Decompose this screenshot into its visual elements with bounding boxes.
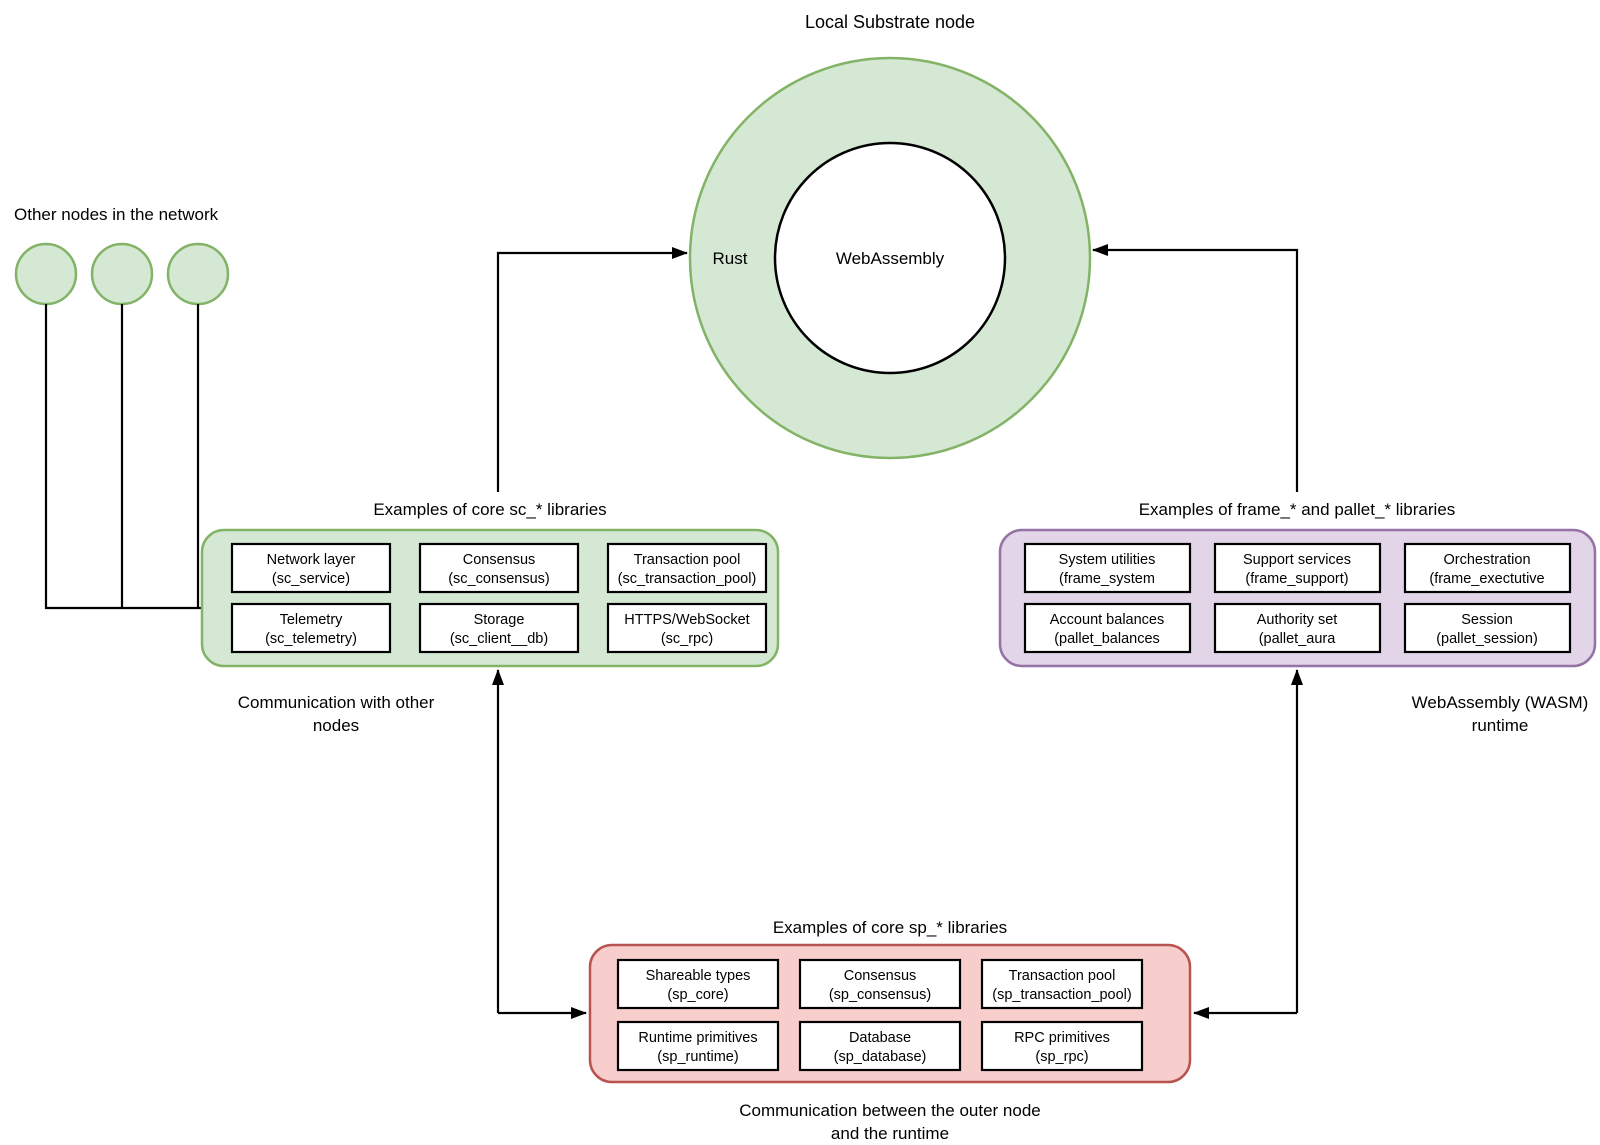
library-item: Runtime primitives (sp_runtime): [616, 1020, 780, 1072]
library-item-box: [1213, 602, 1382, 654]
library-item-box: [798, 1020, 962, 1072]
arrow-sc-to-node: [496, 247, 688, 492]
library-item: Storage (sc_client__db): [418, 602, 580, 654]
library-item-box: [230, 602, 392, 654]
library-item-crate: (sc_transaction_pool): [618, 571, 757, 587]
library-item-crate: (frame_exectutive: [1429, 571, 1544, 587]
library-item-crate: (pallet_session): [1436, 631, 1538, 647]
library-item-crate: (sp_database): [834, 1049, 927, 1065]
library-item-box: [418, 602, 580, 654]
library-item-box: [606, 542, 768, 594]
library-item: Authority set (pallet_aura: [1213, 602, 1382, 654]
library-item: Account balances (pallet_balances: [1023, 602, 1192, 654]
library-item-name: HTTPS/WebSocket: [624, 612, 749, 628]
network-link-line: [44, 304, 202, 610]
library-item-name: Support services: [1243, 552, 1351, 568]
library-item-box: [980, 958, 1144, 1010]
sc-caption-line1: Communication with other: [238, 693, 435, 712]
library-item-box: [1403, 542, 1572, 594]
library-item-crate: (sc_service): [272, 571, 350, 587]
library-item-name: Transaction pool: [1009, 968, 1116, 984]
webassembly-core-circle: [773, 141, 1007, 375]
library-item: Consensus (sp_consensus): [798, 958, 962, 1010]
library-item-box: [418, 542, 580, 594]
library-item: Shareable types (sp_core): [616, 958, 780, 1010]
sp-caption-line2: and the runtime: [831, 1124, 949, 1143]
library-item-crate: (sc_consensus): [448, 571, 550, 587]
library-item-crate: (pallet_aura: [1259, 631, 1337, 647]
library-item: Session (pallet_session): [1403, 602, 1572, 654]
library-item-crate: (sp_consensus): [829, 987, 931, 1003]
library-item: Transaction pool (sc_transaction_pool): [606, 542, 768, 594]
library-item: Telemetry (sc_telemetry): [230, 602, 392, 654]
library-item-crate: (frame_system: [1059, 571, 1155, 587]
rust-ring-label: Rust: [713, 249, 748, 268]
library-item-crate: (frame_support): [1245, 571, 1348, 587]
library-item-name: Storage: [474, 612, 525, 628]
library-item-box: [230, 542, 392, 594]
library-item-name: RPC primitives: [1014, 1030, 1110, 1046]
library-item-name: Telemetry: [280, 612, 344, 628]
library-item-box: [1213, 542, 1382, 594]
library-item-name: Network layer: [267, 552, 356, 568]
library-item-box: [980, 1020, 1144, 1072]
library-item-name: Transaction pool: [634, 552, 741, 568]
library-item-name: Authority set: [1257, 612, 1338, 628]
library-item: HTTPS/WebSocket (sc_rpc): [606, 602, 768, 654]
network-node-circle: [14, 242, 78, 306]
sc-group-title: Examples of core sc_* libraries: [373, 500, 606, 519]
library-item-crate: (sc_rpc): [661, 631, 713, 647]
library-item-crate: (sp_rpc): [1035, 1049, 1088, 1065]
library-item: Network layer (sc_service): [230, 542, 392, 594]
other-nodes-label: Other nodes in the network: [14, 205, 219, 224]
library-item: Orchestration (frame_exectutive: [1403, 542, 1572, 594]
substrate-node-title: Local Substrate node: [805, 12, 975, 32]
library-item: RPC primitives (sp_rpc): [980, 1020, 1144, 1072]
frame-caption-line1: WebAssembly (WASM): [1412, 693, 1589, 712]
library-item-box: [616, 1020, 780, 1072]
network-node-circle: [166, 242, 230, 306]
library-item-crate: (sc_telemetry): [265, 631, 357, 647]
library-item-name: Consensus: [844, 968, 917, 984]
library-item-crate: (sp_runtime): [657, 1049, 738, 1065]
library-item: Database (sp_database): [798, 1020, 962, 1072]
library-item-name: Account balances: [1050, 612, 1164, 628]
library-item: Consensus (sc_consensus): [418, 542, 580, 594]
frame-group-title: Examples of frame_* and pallet_* librari…: [1139, 500, 1456, 519]
library-item-box: [1023, 542, 1192, 594]
sp-group-title: Examples of core sp_* libraries: [773, 918, 1007, 937]
library-item-name: Database: [849, 1030, 911, 1046]
library-item-name: Consensus: [463, 552, 536, 568]
library-item-name: Orchestration: [1443, 552, 1530, 568]
library-item-box: [1403, 602, 1572, 654]
library-item-name: Shareable types: [646, 968, 751, 984]
library-item-crate: (sp_core): [667, 987, 728, 1003]
library-item-crate: (sp_transaction_pool): [992, 987, 1131, 1003]
network-node-circle: [90, 242, 154, 306]
arrow-frame-to-node: [1092, 244, 1299, 492]
sp-caption-line1: Communication between the outer node: [739, 1101, 1040, 1120]
library-item-box: [1023, 602, 1192, 654]
library-item-crate: (pallet_balances: [1054, 631, 1160, 647]
library-item-name: Runtime primitives: [638, 1030, 757, 1046]
webassembly-core-label: WebAssembly: [836, 249, 945, 268]
library-item: Support services (frame_support): [1213, 542, 1382, 594]
library-item-box: [616, 958, 780, 1010]
library-item-box: [606, 602, 768, 654]
library-item-crate: (sc_client__db): [450, 631, 548, 647]
frame-caption-line2: runtime: [1472, 716, 1529, 735]
library-item-box: [798, 958, 962, 1010]
sc-caption-line2: nodes: [313, 716, 359, 735]
library-item-name: Session: [1461, 612, 1513, 628]
library-item: Transaction pool (sp_transaction_pool): [980, 958, 1144, 1010]
library-item-name: System utilities: [1059, 552, 1156, 568]
library-item: System utilities (frame_system: [1023, 542, 1192, 594]
